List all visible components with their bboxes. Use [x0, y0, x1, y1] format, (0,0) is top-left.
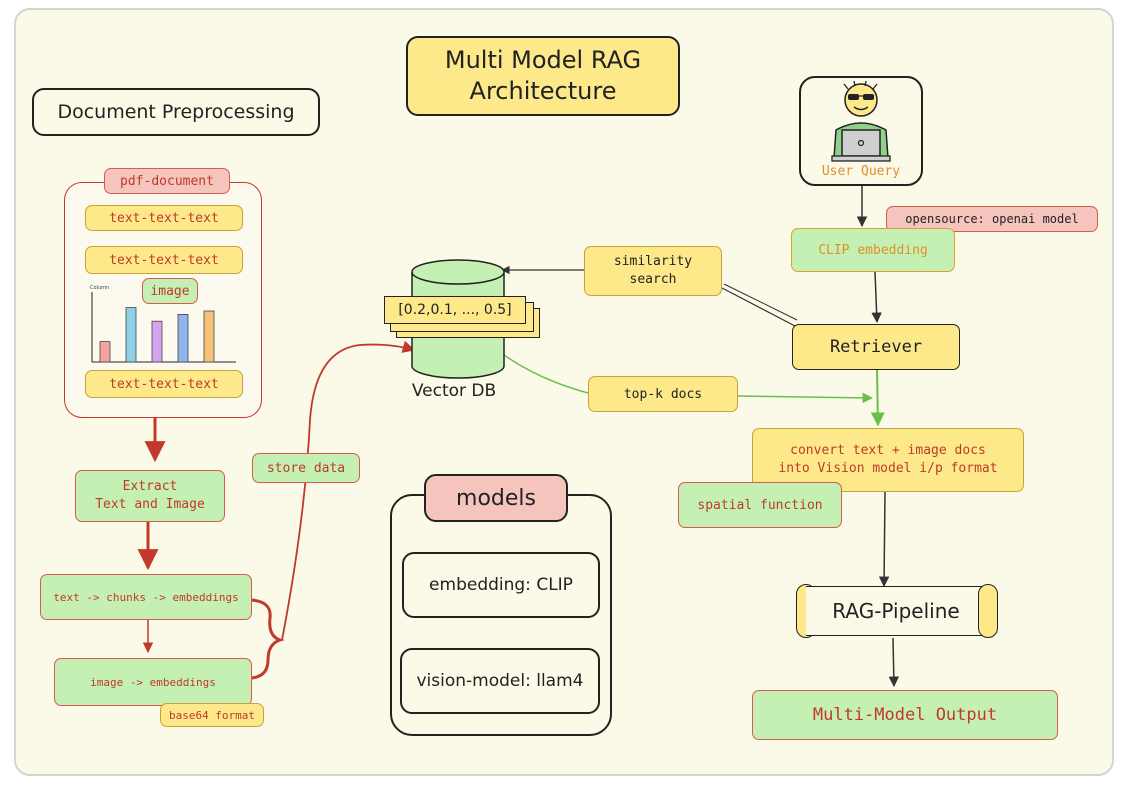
text-chunks-embeddings-box: text -> chunks -> embeddings	[40, 574, 252, 620]
base64-format-badge: base64 format	[160, 703, 264, 727]
top-k-docs-box: top-k docs	[588, 376, 738, 412]
opensource-model-badge: opensource: openai model	[886, 206, 1098, 232]
diagram-title: Multi Model RAG Architecture	[406, 36, 680, 116]
model-vision-llam4: vision-model: llam4	[400, 648, 600, 714]
preprocessing-heading: Document Preprocessing	[32, 88, 320, 136]
rag-pipeline-box: RAG-Pipeline	[806, 586, 986, 636]
similarity-search-box: similarity search	[584, 246, 722, 296]
vector-db-label: Vector DB	[411, 381, 497, 401]
extract-box: Extract Text and Image	[75, 470, 225, 522]
image-embeddings-box: image -> embeddings	[54, 658, 252, 706]
user-query-label: User Query	[821, 163, 901, 179]
chart-bar-5	[203, 310, 215, 363]
chart-bar-4	[177, 314, 189, 363]
chart-bar-3	[151, 320, 163, 363]
text-line-2: text-text-text	[85, 246, 243, 274]
store-data-label: store data	[252, 453, 360, 483]
image-label: image	[142, 278, 198, 304]
vector-embedding-value: [0.2,0.1, ..., 0.5]	[384, 296, 526, 324]
pdf-document-label: pdf-document	[104, 168, 230, 194]
retriever-box: Retriever	[792, 324, 960, 370]
chart-caption: Column	[90, 285, 109, 291]
clip-embedding-box: CLIP embedding	[791, 228, 955, 272]
rag-pipeline-right-cap	[978, 584, 998, 638]
mini-bar-chart: Column	[90, 285, 236, 363]
text-line-1: text-text-text	[85, 205, 243, 231]
user-avatar-icon	[831, 80, 891, 162]
multi-model-output-box: Multi-Model Output	[752, 690, 1058, 740]
models-heading: models	[424, 474, 568, 522]
chart-bar-1	[99, 341, 111, 363]
convert-docs-box: convert text + image docs into Vision mo…	[752, 428, 1024, 492]
spatial-function-box: spatial function	[678, 482, 842, 528]
text-line-3: text-text-text	[85, 370, 243, 398]
chart-bar-2	[125, 307, 137, 363]
model-embedding-clip: embedding: CLIP	[402, 552, 600, 618]
